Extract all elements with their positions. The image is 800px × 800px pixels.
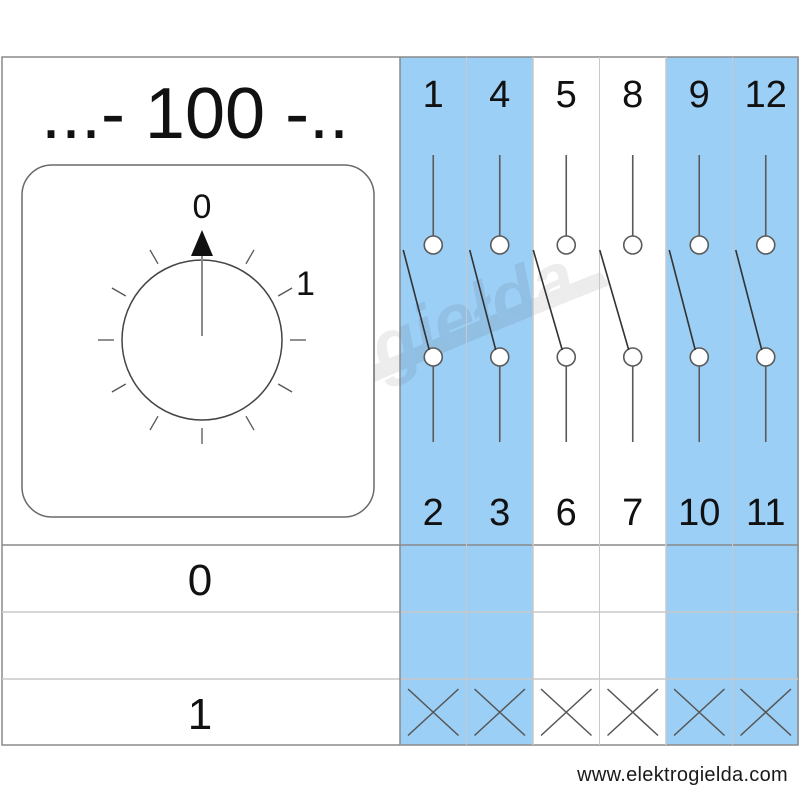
terminal-top-icon (423, 235, 444, 255)
range-label: ...- 100 -.. (41, 74, 349, 154)
pointer-arrow-icon (191, 230, 213, 256)
dial-tick (149, 249, 159, 265)
terminal-bottom-label: 3 (489, 492, 510, 534)
terminal-top-label: 9 (689, 74, 710, 116)
terminal-bottom-icon (622, 347, 643, 367)
terminal-top-label: 12 (745, 74, 787, 116)
position-label: 0 (188, 556, 212, 605)
terminal-bottom-icon (423, 347, 444, 367)
switch-blade-icon (598, 249, 630, 351)
terminal-top-label: 8 (622, 74, 643, 116)
contact-5: 12 11 (734, 74, 787, 534)
dial-tick (149, 415, 159, 431)
contact-0: 12 (402, 74, 444, 534)
terminal-bottom-icon (755, 347, 776, 367)
dial-ticks (98, 236, 306, 444)
switch-blade-icon (532, 249, 564, 351)
switch-blade-icon (402, 249, 431, 351)
dial-mark-zero: 0 (193, 188, 212, 226)
switch-blade-icon (468, 249, 497, 351)
terminal-top-icon (622, 235, 643, 255)
switch-blade-icon (734, 249, 763, 351)
position-rows: 01 (188, 556, 792, 739)
terminal-top-icon (689, 235, 710, 255)
closed-mark-icon (540, 688, 593, 737)
dial-panel: 0 1 (21, 164, 375, 518)
terminal-bottom-label: 2 (423, 492, 444, 534)
dial-tick (111, 383, 127, 393)
terminal-bottom-icon (556, 347, 577, 367)
dial-mark-one: 1 (296, 265, 315, 303)
terminal-top-label: 4 (489, 74, 510, 116)
position-label: 1 (188, 690, 212, 739)
closed-mark-icon (407, 688, 460, 737)
terminal-top-label: 5 (556, 74, 577, 116)
footer-url[interactable]: www.elektrogielda.com (577, 764, 788, 786)
dial-tick (245, 415, 255, 431)
position-row-2: 1 (188, 688, 792, 739)
terminal-bottom-label: 10 (678, 492, 720, 534)
terminal-bottom-label: 6 (556, 492, 577, 534)
terminal-top-icon (556, 235, 577, 255)
contact-2: 56 (532, 74, 577, 534)
switch-blade-icon (668, 249, 697, 351)
column-dividers (466, 57, 733, 745)
dial-tick (277, 287, 293, 297)
closed-mark-icon (606, 688, 659, 737)
terminal-bottom-icon (689, 347, 710, 367)
terminal-bottom-icon (489, 347, 510, 367)
closed-mark-icon (673, 688, 726, 737)
closed-mark-icon (473, 688, 526, 737)
closed-mark-icon (739, 688, 792, 737)
terminal-top-icon (755, 235, 776, 255)
dial-tick (245, 249, 255, 265)
contact-1: 43 (468, 74, 510, 534)
dial-tick (277, 383, 293, 393)
contact-3: 87 (598, 74, 643, 534)
terminal-bottom-label: 11 (746, 492, 785, 534)
dial-tick (111, 287, 127, 297)
grid-lines (1, 56, 799, 746)
terminal-top-icon (489, 235, 510, 255)
terminal-top-label: 1 (423, 74, 444, 116)
terminal-bottom-label: 7 (622, 492, 643, 534)
contact-4: 9 10 (668, 74, 720, 534)
position-row-0: 0 (188, 556, 212, 605)
